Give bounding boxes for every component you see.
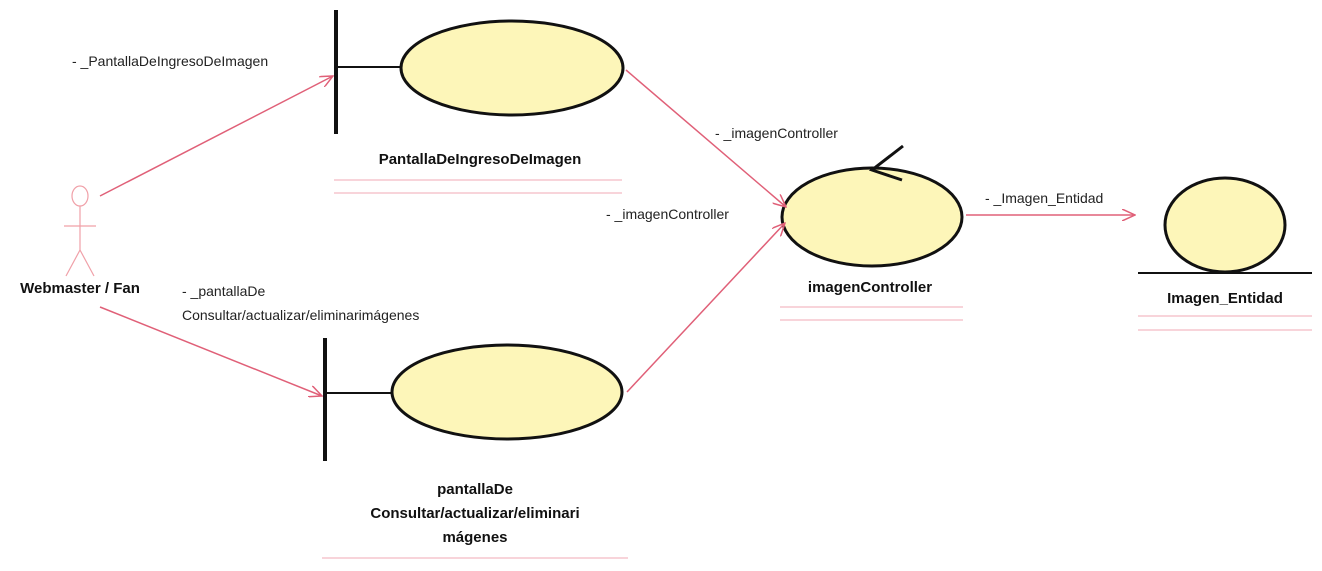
edge-label-actor-consultar-line-1: - _pantallaDe bbox=[182, 283, 265, 299]
boundary-label-line-3: mágenes bbox=[442, 529, 507, 546]
boundary-ellipse bbox=[390, 343, 624, 441]
edge-consultar-to-control bbox=[626, 223, 785, 393]
entity-label: Imagen_Entidad bbox=[1167, 290, 1283, 307]
edge-label-actor-consultar-line-2: Consultar/actualizar/eliminarimágenes bbox=[182, 307, 419, 323]
entity-ellipse bbox=[1163, 176, 1287, 274]
actor-icon bbox=[64, 185, 96, 277]
edge-label-actor-ingreso: - _PantallaDeIngresoDeImagen bbox=[72, 53, 268, 69]
boundary-pantalla-consultar[interactable]: pantallaDe Consultar/actualizar/eliminar… bbox=[322, 338, 628, 559]
boundary-ellipse bbox=[399, 19, 625, 117]
control-arrow-icon bbox=[868, 144, 904, 182]
edge-label-ingreso-control: - _imagenController bbox=[715, 125, 838, 141]
boundary-label-line-2: Consultar/actualizar/eliminari bbox=[370, 505, 579, 522]
edge-ingreso-to-control bbox=[625, 69, 786, 207]
boundary-pantalla-ingreso[interactable]: PantallaDeIngresoDeImagen bbox=[334, 10, 625, 194]
actor-webmaster-fan[interactable]: Webmaster / Fan bbox=[20, 185, 140, 297]
actor-label: Webmaster / Fan bbox=[20, 280, 140, 297]
boundary-label: PantallaDeIngresoDeImagen bbox=[379, 151, 582, 168]
edge-label-control-entity: - _Imagen_Entidad bbox=[985, 190, 1103, 206]
control-ellipse bbox=[780, 166, 964, 268]
edge-actor-to-ingreso bbox=[99, 76, 333, 197]
entity-imagen-entidad[interactable]: Imagen_Entidad bbox=[1138, 176, 1312, 331]
edge-label-consultar-control: - _imagenController bbox=[606, 206, 729, 222]
edge-actor-to-consultar bbox=[99, 306, 322, 396]
control-label: imagenController bbox=[808, 279, 932, 296]
control-imagen-controller[interactable]: imagenController bbox=[780, 144, 964, 321]
boundary-label-line-1: pantallaDe bbox=[437, 481, 513, 498]
